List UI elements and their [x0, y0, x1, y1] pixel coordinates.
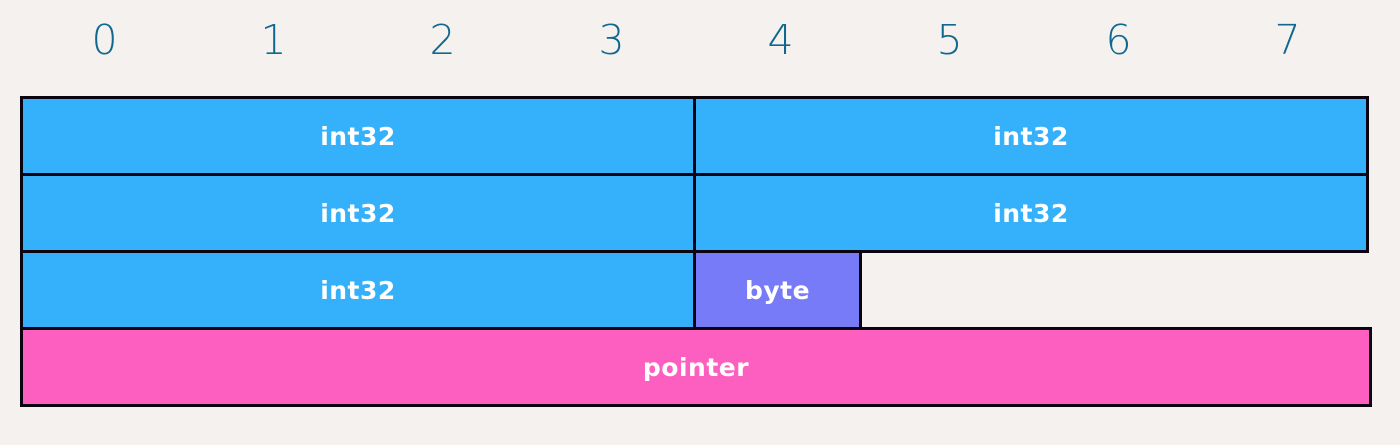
memory-row: int32 byte — [20, 250, 1372, 330]
memory-row: pointer — [20, 327, 1372, 407]
byte-offset-1: 1 — [260, 15, 287, 64]
byte-offset-5: 5 — [936, 15, 963, 64]
memory-rows: int32 int32 int32 int32 int32 byte point… — [20, 96, 1372, 407]
byte-offset-4: 4 — [767, 15, 794, 64]
byte-offset-3: 3 — [598, 15, 625, 64]
field-cell-int32: int32 — [693, 96, 1369, 176]
byte-offset-7: 7 — [1274, 15, 1301, 64]
byte-offset-0: 0 — [91, 15, 118, 64]
field-cell-int32: int32 — [693, 173, 1369, 253]
field-cell-int32: int32 — [20, 96, 696, 176]
field-cell-int32: int32 — [20, 250, 696, 330]
byte-offset-2: 2 — [429, 15, 456, 64]
memory-row: int32 int32 — [20, 96, 1372, 176]
memory-row: int32 int32 — [20, 173, 1372, 253]
padding-region — [859, 250, 1366, 330]
byte-offset-header: 0 1 2 3 4 5 6 7 — [20, 0, 1372, 96]
field-cell-pointer: pointer — [20, 327, 1372, 407]
byte-offset-6: 6 — [1105, 15, 1132, 64]
field-cell-byte: byte — [693, 250, 862, 330]
field-cell-int32: int32 — [20, 173, 696, 253]
